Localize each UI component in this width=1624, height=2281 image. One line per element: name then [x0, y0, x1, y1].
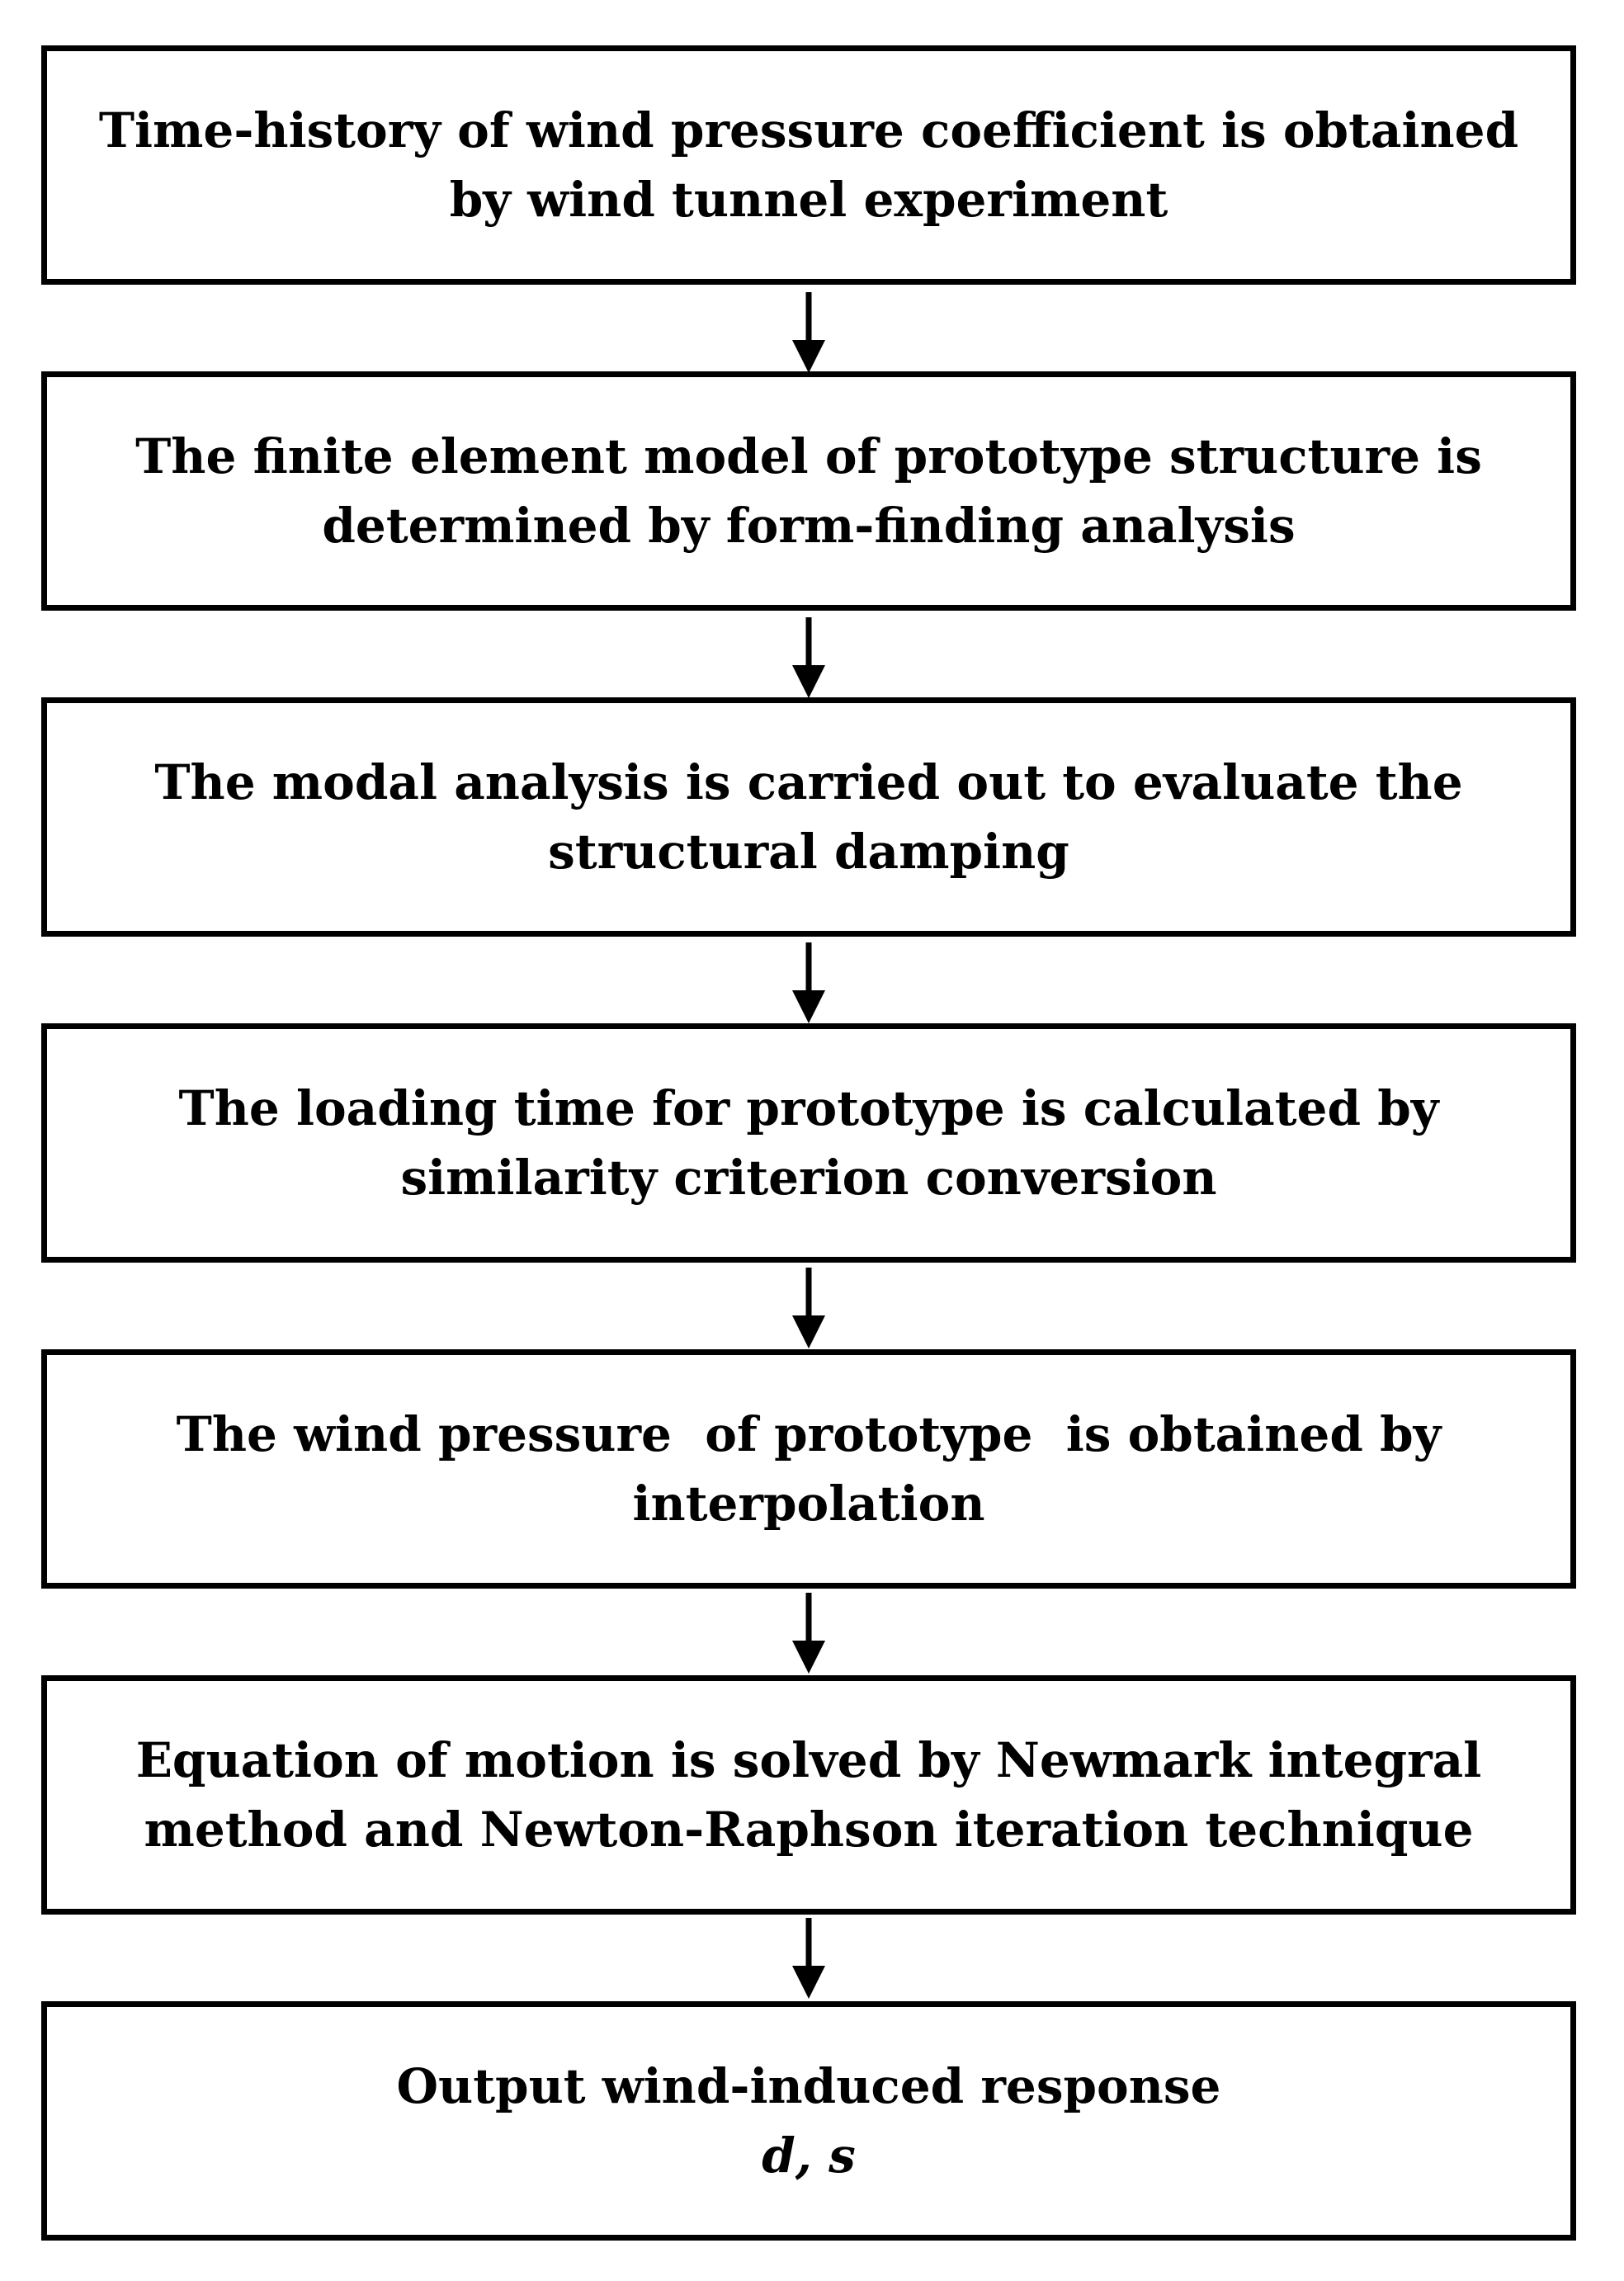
- step-wind-pressure-interpolation: The wind pressure of prototype is obtain…: [41, 1349, 1576, 1589]
- arrow-3-4: [792, 942, 825, 1023]
- step-7-line-1: Output wind-induced response: [396, 2058, 1221, 2114]
- step-1-line-2: by wind tunnel experiment: [449, 172, 1168, 228]
- step-6-line-2: method and Newton-Raphson iteration tech…: [144, 1802, 1474, 1858]
- arrow-2-3: [792, 617, 825, 698]
- arrow-5-6: [792, 1593, 825, 1674]
- step-4-line-2: similarity criterion conversion: [400, 1150, 1217, 1206]
- step-modal-analysis: The modal analysis is carried out to eva…: [41, 697, 1576, 937]
- step-3-line-2: structural damping: [548, 824, 1069, 880]
- step-5-line-1: The wind pressure of prototype is obtain…: [176, 1406, 1442, 1462]
- step-7-variables: d, s: [762, 2128, 856, 2184]
- step-4-line-1: The loading time for prototype is calcul…: [178, 1080, 1439, 1136]
- step-3-line-1: The modal analysis is carried out to eva…: [154, 754, 1463, 810]
- step-wind-tunnel-experiment: Time-history of wind pressure coefficien…: [41, 45, 1576, 285]
- step-6-line-1: Equation of motion is solved by Newmark …: [135, 1732, 1482, 1788]
- step-equation-of-motion: Equation of motion is solved by Newmark …: [41, 1675, 1576, 1915]
- arrow-4-5: [792, 1268, 825, 1348]
- arrow-6-7: [792, 1918, 825, 1999]
- step-form-finding-analysis: The finite element model of prototype st…: [41, 371, 1576, 611]
- arrow-1-2: [792, 292, 825, 373]
- step-loading-time-conversion: The loading time for prototype is calcul…: [41, 1023, 1576, 1263]
- step-output-response: Output wind-induced response d, s: [41, 2001, 1576, 2241]
- step-2-line-2: determined by form-finding analysis: [322, 498, 1296, 554]
- step-5-line-2: interpolation: [632, 1476, 985, 1532]
- step-2-line-1: The finite element model of prototype st…: [135, 428, 1482, 484]
- step-1-line-1: Time-history of wind pressure coefficien…: [98, 102, 1519, 158]
